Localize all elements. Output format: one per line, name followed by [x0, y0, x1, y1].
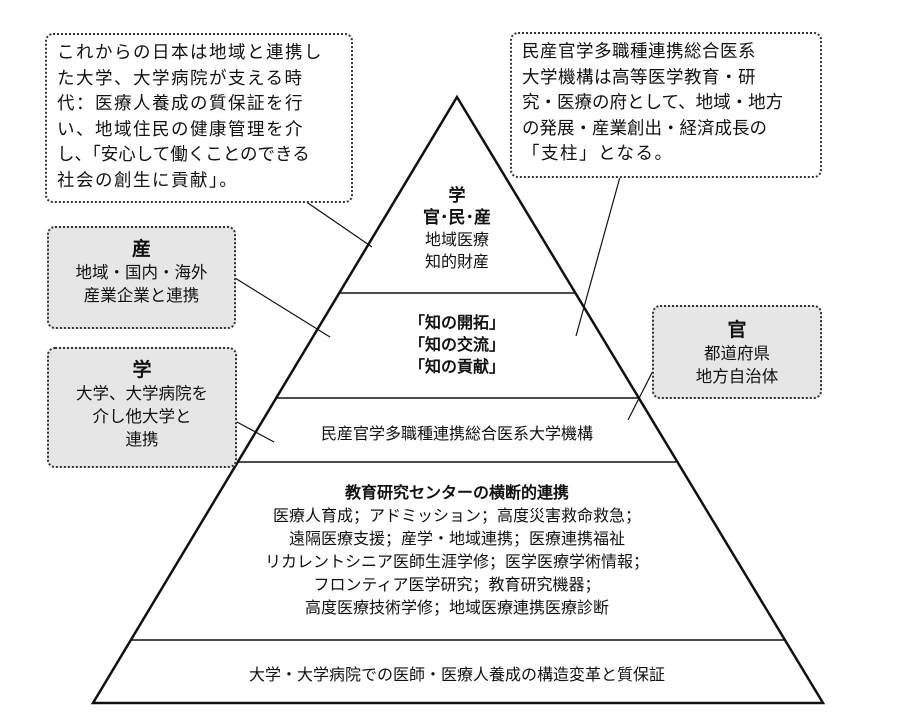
leader-line — [234, 277, 331, 338]
callout-text: 民産官学多職種連携総合医系 — [522, 42, 756, 62]
tier1-text: 知的財産 — [424, 252, 489, 271]
tier4-text: 遠隔医療支援；産学・地域連携；医療連携福祉 — [288, 529, 625, 548]
tier1-title: 学 — [448, 186, 466, 206]
leader-line — [236, 421, 275, 443]
box-text: 都道府県 — [704, 344, 770, 363]
box-text: 介し他大学と — [92, 407, 192, 426]
tier1-text: 地域医療 — [424, 230, 489, 249]
callout-text: 代：医療人養成の質保証を行 — [57, 94, 304, 114]
tier2: 「知の開拓」 「知の交流」 「知の貢献」 — [357, 312, 557, 378]
box-government: 官 都道府県 地方自治体 — [652, 305, 822, 399]
callout-text: これからの日本は地域と連携し — [57, 43, 323, 63]
tier3: 民産官学多職種連携総合医系大学機構 — [320, 424, 593, 443]
callout-text: い、地域住民の健康管理を介 — [57, 119, 304, 140]
tier2-text: 「知の開拓」 — [408, 313, 505, 332]
box-academia: 学 大学、大学病院を 介し他大学と 連携 — [47, 347, 237, 468]
callout-text: た大学、大学病院が支える時 — [57, 68, 304, 89]
box-text: 地方自治体 — [695, 367, 779, 386]
tier4: 教育研究センターの横断的連携 医療人育成；アドミッション；高度災害救命救急； 遠… — [157, 481, 757, 619]
tier2-text: 「知の貢献」 — [408, 357, 505, 376]
callout-left: これからの日本は地域と連携し た大学、大学病院が支える時 代：医療人養成の質保証… — [45, 33, 353, 203]
callout-text: 究・医療の府として、地域・地方 — [522, 93, 784, 113]
box-industry: 産 地域・国内・海外 産業企業と連携 — [47, 226, 236, 329]
tier4-text: フロンティア医学研究；教育研究機器； — [313, 575, 601, 594]
pyramid-outline — [90, 94, 826, 705]
box-title: 産 — [131, 238, 151, 260]
callout-text: し、「安心して働くことのできる — [57, 145, 310, 165]
tier1-subtitle: 官･民･産 — [423, 208, 491, 228]
callout-text: 社会の創生に貢献」。 — [57, 170, 239, 191]
tier4-text: 医療人育成；アドミッション；高度災害救命救急； — [272, 506, 641, 525]
tier1: 学 官･民･産 地域医療 知的財産 — [357, 185, 557, 273]
tier5: 大学・大学病院での医師・医療人養成の構造変革と質保証 — [248, 665, 665, 684]
box-text: 産業企業と連携 — [83, 286, 200, 305]
tier4-title: 教育研究センターの横断的連携 — [344, 483, 569, 502]
tier4-text: リカレントシニア医師生涯学修；医学医療学術情報； — [264, 552, 649, 571]
tier2-text: 「知の交流」 — [408, 335, 505, 354]
callout-text: 「支柱」となる。 — [522, 144, 674, 164]
callout-right: 民産官学多職種連携総合医系 大学機構は高等医学教育・研 究・医療の府として、地域… — [510, 32, 822, 178]
box-text: 連携 — [125, 430, 159, 449]
box-title: 官 — [727, 319, 747, 341]
box-title: 学 — [132, 359, 152, 381]
box-text: 大学、大学病院を — [76, 384, 208, 403]
callout-text: 大学機構は高等医学教育・研 — [522, 67, 756, 88]
callout-text: の発展・産業創出・経済成長の — [522, 118, 767, 139]
box-text: 地域・国内・海外 — [75, 263, 208, 282]
tier4-text: 高度医療技術学修；地域医療連携医療診断 — [304, 598, 609, 617]
leader-line — [304, 200, 373, 248]
leader-line — [575, 176, 621, 337]
